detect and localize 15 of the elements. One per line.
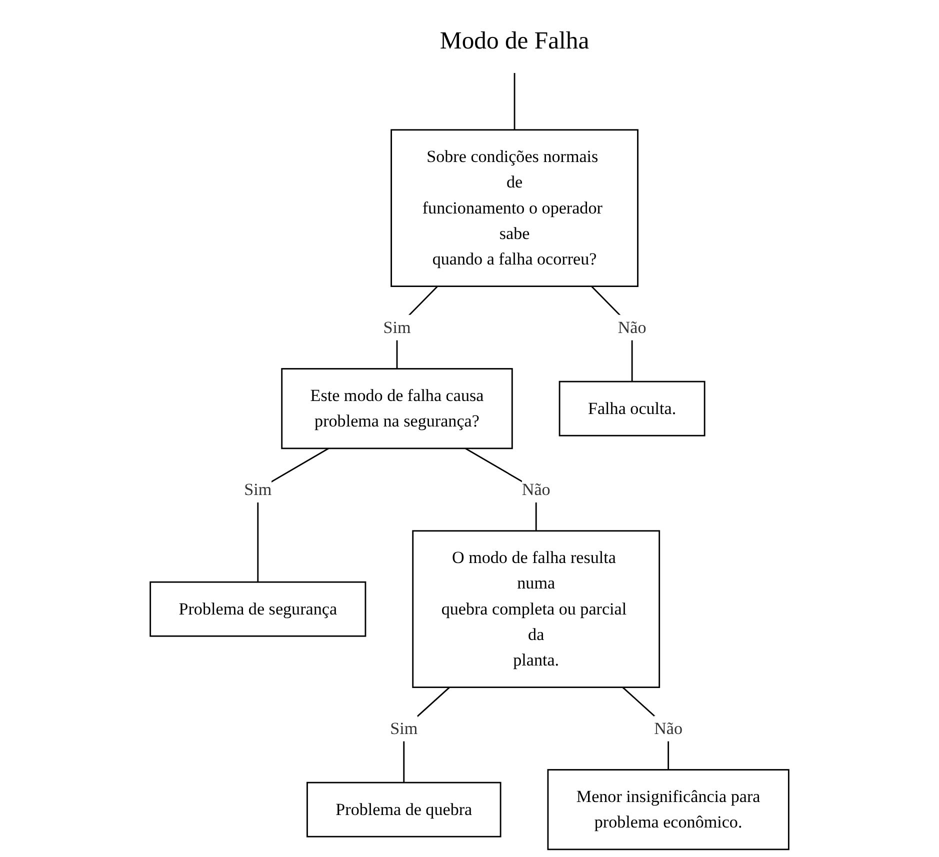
edge-label: Não — [654, 718, 683, 738]
edge-label: Sim — [390, 718, 418, 738]
edge-label: Sim — [244, 480, 272, 499]
connector — [514, 73, 516, 130]
edge-label: Não — [618, 318, 646, 337]
node-box: Sobre condições normais de funcionamento o operador sabe quando a falha ocorreu? — [390, 129, 638, 287]
node-box: Problema de segurança — [150, 581, 366, 637]
node-box: Falha oculta. — [558, 380, 706, 436]
node-box: Menor insignificância para problema econômico. — [547, 769, 790, 850]
node-box: Problema de quebra — [306, 782, 502, 838]
edge-label: Sim — [383, 318, 411, 337]
node-box: Este modo de falha causa problema na segurança? — [281, 368, 513, 450]
node-box: O modo de falha resulta numa quebra completa ou parcial da planta. — [412, 530, 660, 688]
edge-label: Não — [522, 480, 550, 499]
node-text: Modo de Falha — [440, 26, 590, 54]
